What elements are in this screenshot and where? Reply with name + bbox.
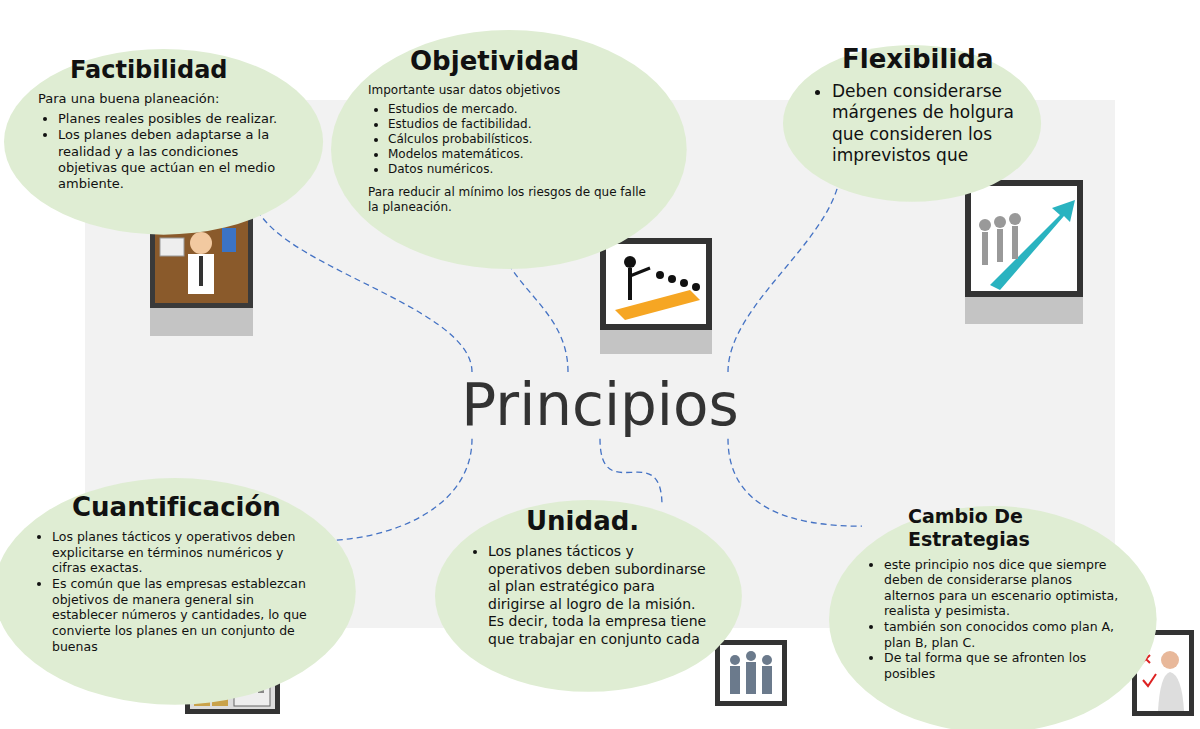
principle-bubble: FactibilidadPara una buena planeación: Pl… (36, 56, 291, 192)
bullet-item: también son conocidos como plan A, plan … (884, 619, 1124, 650)
text-block: Importante usar datos objetivos (366, 83, 651, 98)
node-body: Deben considerarse márgenes de holgura q… (810, 81, 1015, 166)
node-heading: Cambio De Estrategias (862, 505, 1124, 551)
bullet-item: Los planes deben adaptarse a la realidad… (58, 127, 291, 192)
bullet-item: Cálculos probabilísticos. (388, 132, 651, 147)
picture-frame (715, 640, 787, 706)
bullet-list: este principio nos dice que siempre debe… (862, 557, 1124, 682)
bullet-item: Es común que las empresas establezcan ob… (52, 576, 320, 654)
bubble-fill (0, 478, 356, 705)
bullet-item: Deben considerarse márgenes de holgura q… (832, 81, 1015, 166)
node-heading: Flexibilida (810, 44, 1015, 75)
node-heading: Principios (440, 372, 760, 439)
bullet-list: Estudios de mercado.Estudios de factibil… (366, 102, 651, 177)
dashed-connector (320, 439, 472, 541)
bullet-item: Estudios de factibilidad. (388, 117, 651, 132)
bullet-item: Estudios de mercado. (388, 102, 651, 117)
bullet-item: Los planes tácticos y operativos deben s… (488, 543, 711, 613)
bullet-item: Datos numéricos. (388, 162, 651, 177)
picture-frame (965, 180, 1083, 324)
bullet-item: Planes reales posibles de realizar. (58, 111, 291, 127)
dashed-connector (600, 439, 662, 506)
node-heading: Cuantificación (30, 492, 320, 523)
node-body: Para una buena planeación: Planes reales … (36, 91, 291, 193)
principle-bubble: Unidad. Los planes tácticos y operativos … (466, 506, 711, 648)
topic-label: Principios (440, 372, 760, 439)
bullet-item: este principio nos dice que siempre debe… (884, 557, 1124, 620)
principle-bubble: CuantificaciónLos planes tácticos y oper… (30, 492, 320, 654)
bullet-item: De tal forma que se afronten los posible… (884, 650, 1124, 681)
principle-bubble: FlexibilidaDeben considerarse márgenes d… (810, 44, 1015, 166)
bullet-list: Los planes tácticos y operativos deben e… (30, 529, 320, 654)
dashed-connector (728, 166, 841, 372)
node-body: Los planes tácticos y operativos deben s… (466, 543, 711, 648)
bubble-fill (4, 49, 323, 235)
bullet-item: Los planes tácticos y operativos deben e… (52, 529, 320, 576)
bullet-item: Modelos matemáticos. (388, 147, 651, 162)
bubble-fill (829, 506, 1157, 729)
picture-frame (600, 238, 712, 354)
node-heading: Unidad. (466, 506, 711, 537)
bubble-fill (435, 500, 742, 692)
text-block: Para una buena planeación: (36, 91, 291, 107)
dashed-connector (728, 439, 862, 527)
bullet-list: Deben considerarse márgenes de holgura q… (810, 81, 1015, 166)
principle-bubble: ObjetividadImportante usar datos objetiv… (366, 46, 651, 215)
text-block: Para reducir al mínimo los riesgos de qu… (366, 185, 651, 215)
bullet-list: Planes reales posibles de realizar.Los p… (36, 111, 291, 192)
bullet-list: Los planes tácticos y operativos deben s… (466, 543, 711, 613)
node-body: Importante usar datos objetivosEstudios … (366, 83, 651, 215)
bubble-fill (331, 30, 687, 269)
principle-bubble: Cambio De Estrategias este principio nos … (862, 505, 1124, 682)
node-body: Los planes tácticos y operativos deben e… (30, 529, 320, 654)
node-body: este principio nos dice que siempre debe… (862, 557, 1124, 682)
node-heading: Factibilidad (36, 56, 291, 85)
node-heading: Objetividad (366, 46, 651, 77)
text-block: Es decir, toda la empresa tiene que trab… (466, 613, 711, 648)
